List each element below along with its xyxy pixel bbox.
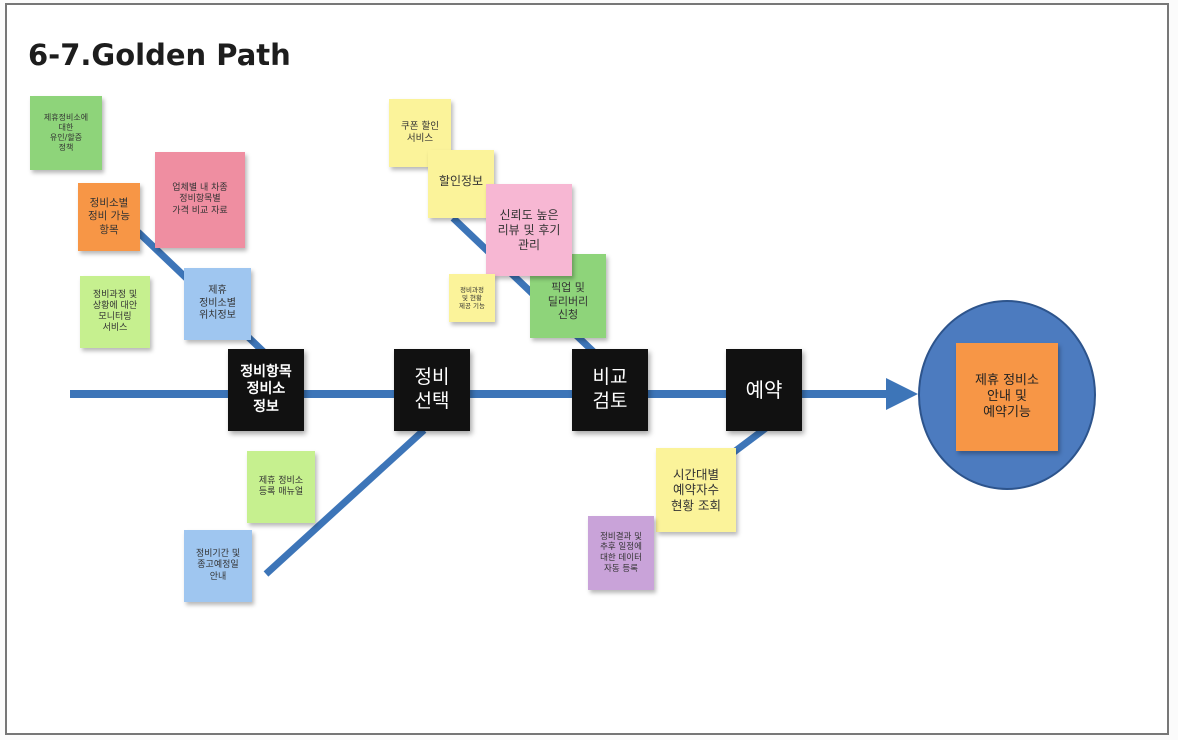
note-affiliate-incentive-policy: 제휴정비소에 대한 유인/할증 정책 — [30, 96, 102, 170]
note-auto-register-results: 정비결과 및 추후 일정에 대한 데이터 자동 등록 — [588, 516, 654, 590]
stage-reservation: 예약 — [726, 349, 802, 431]
spine-arrowhead — [886, 378, 918, 410]
page-title: 6-7.Golden Path — [28, 38, 291, 72]
note-trusted-reviews: 신뢰도 높은 리뷰 및 후기 관리 — [486, 184, 572, 276]
note-repair-period-notice: 정비기간 및 종고예정일 안내 — [184, 530, 252, 602]
goal-note: 제휴 정비소 안내 및 예약기능 — [956, 343, 1058, 451]
stage-service-info: 정비항목 정비소 정보 — [228, 349, 304, 431]
note-affiliate-location-info: 제휴 정비소별 위치정보 — [184, 268, 251, 340]
note-repair-progress-feature: 정비과정 및 현황 제공 기능 — [449, 274, 495, 322]
note-discount-info: 할인정보 — [428, 150, 494, 218]
stage-compare-review: 비교 검토 — [572, 349, 648, 431]
stage-select-service: 정비 선택 — [394, 349, 470, 431]
note-service-items-per-shop: 정비소별 정비 가능 항목 — [78, 183, 140, 251]
note-monitoring-service: 정비과정 및 상황에 대안 모니터링 서비스 — [80, 276, 150, 348]
bone-select-lower — [263, 427, 427, 577]
note-hourly-reservation-status: 시간대별 예약자수 현황 조회 — [656, 448, 736, 532]
note-price-comparison-data: 업체별 내 차종 정비항목별 가격 비교 자료 — [155, 152, 245, 248]
note-affiliate-registration-manual: 제휴 정비소 등록 매뉴얼 — [247, 451, 315, 523]
